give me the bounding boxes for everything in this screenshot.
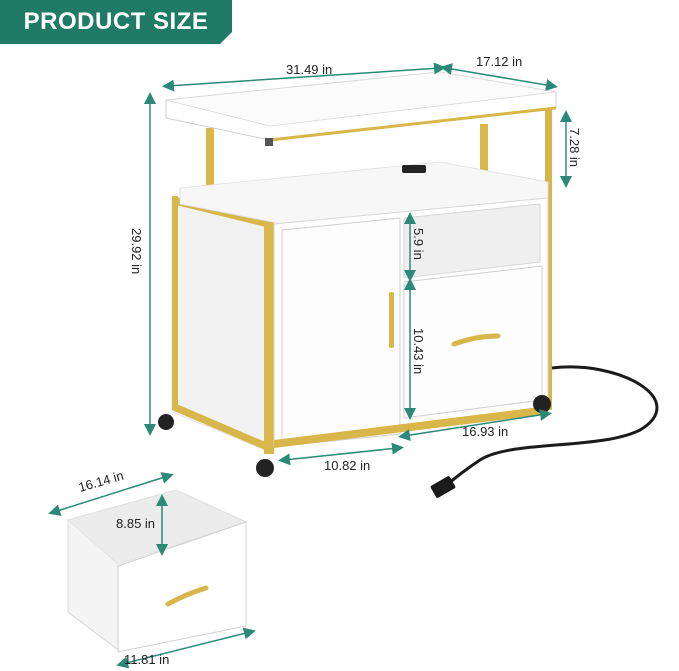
door-handle [389, 292, 394, 348]
back-left-leg [206, 128, 214, 190]
width-label: 31.49 in [286, 62, 332, 77]
back-right-leg [480, 124, 488, 186]
drawer-inner-height-label: 8.85 in [116, 516, 155, 531]
open-shelf-label: 5.9 in [411, 228, 426, 260]
height-label: 29.92 in [129, 228, 144, 274]
rear-left-post [172, 196, 178, 410]
top-shelf-gap-label: 7.28 in [567, 128, 582, 167]
drawer-front-width-label: 11.81 in [124, 652, 169, 667]
door-width-label: 10.82 in [324, 458, 370, 473]
drawer-depth-label: 16.14 in [77, 468, 126, 495]
width-line [162, 62, 446, 92]
drawer-depth-line [48, 472, 174, 516]
caster-wheels [158, 395, 551, 477]
front-left-post [264, 222, 274, 454]
banner-title: PRODUCT SIZE [23, 8, 209, 35]
frame-bracket [265, 138, 273, 146]
depth-line [440, 63, 558, 91]
product-size-banner: PRODUCT SIZE [0, 0, 232, 44]
drawer-handle [451, 333, 501, 347]
drawer-front [117, 521, 247, 653]
door-width-line [278, 442, 404, 466]
power-cord [447, 365, 659, 486]
drawer-height-label: 10.43 in [411, 328, 426, 374]
power-plug [430, 476, 456, 498]
power-strip [402, 165, 426, 173]
drawer-width-line [398, 408, 552, 442]
depth-label: 17.12 in [476, 54, 522, 69]
drawer-front-handle [165, 585, 209, 607]
drawer-front-width-line [116, 627, 256, 669]
left-bottom-rail [172, 402, 270, 452]
drawer-width-label: 16.93 in [462, 424, 508, 439]
tabletop-trim [269, 106, 557, 142]
drawer-detail [67, 489, 248, 653]
cabinet-door [281, 217, 401, 447]
